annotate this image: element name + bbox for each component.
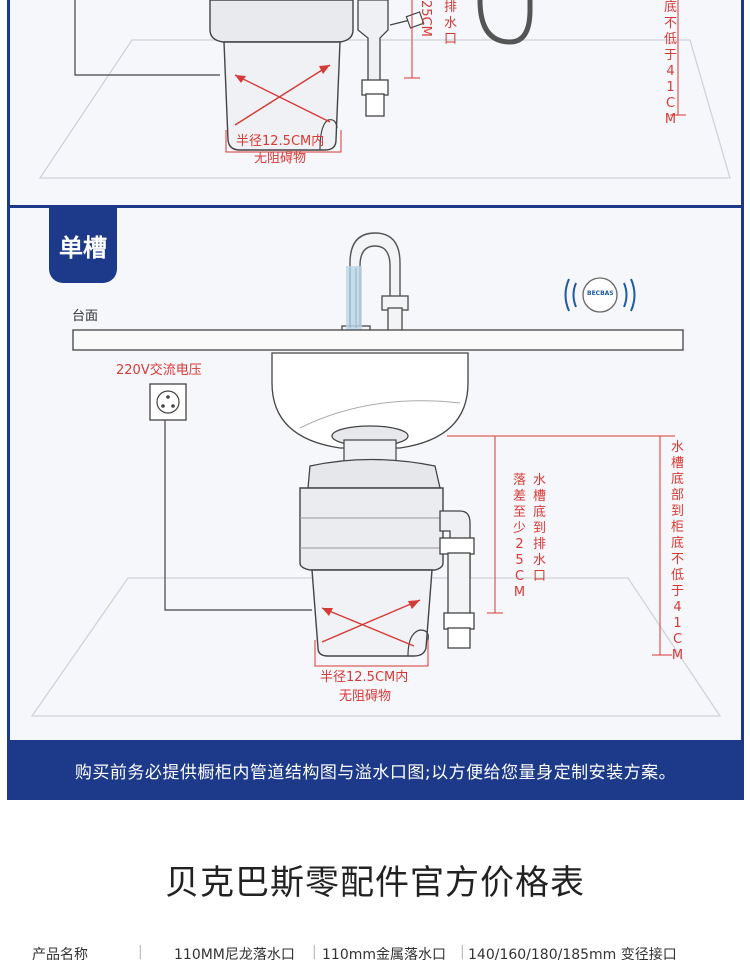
header-metal-drain: 110mm金属落水口 — [322, 947, 446, 960]
notice-banner: 购买前务必提供橱柜内管道结构图与溢水口图;以方便给您量身定制安装方案。 — [7, 740, 744, 800]
drain-outlet-label: 排水口 — [443, 0, 457, 47]
drop-label-col1: 水槽底到排水口 — [532, 473, 546, 584]
disposer-motor-housing — [209, 0, 354, 43]
single-sink-installation-diagram — [30, 232, 722, 717]
radius-label-line2: 无阻碍物 — [339, 689, 392, 704]
drain-pipe — [357, 0, 389, 86]
radius-label-line1: 半径12.5CM内 — [236, 134, 325, 149]
wireless-switch-sensor — [564, 277, 636, 313]
voltage-label: 220V交流电压 — [116, 363, 202, 378]
power-cord — [74, 0, 220, 76]
cabinet-height-label: 水槽底部到柜底不低于41CM — [670, 440, 684, 663]
price-table-header-row: 产品名称 | 110MM尼龙落水口 | 110mm金属落水口 | 140/160… — [0, 944, 750, 960]
single-sink-diagram-panel: BECBAS 220V交流电压 水槽底到排水口 落差至少25CM 水槽底部到柜底… — [7, 205, 744, 740]
radius-label-line1: 半径12.5CM内 — [320, 670, 409, 685]
header-reducer-adapter: 140/160/180/185mm 变径接口 — [468, 947, 677, 960]
sensor-brand-text: BECBAS — [587, 290, 614, 297]
countertop-label: 台面 — [72, 309, 99, 324]
power-cord — [164, 420, 312, 611]
header-product-name: 产品名称 — [32, 947, 88, 960]
disposer-top — [307, 458, 441, 489]
cabinet-height-label: 底不低于41CM — [663, 0, 677, 127]
single-sink-tab: 单槽 — [49, 207, 117, 283]
drop-label-col2: 落差至少25CM — [512, 473, 526, 600]
price-table-title: 贝克巴斯零配件官方价格表 — [165, 863, 585, 903]
water-stream — [346, 266, 362, 330]
cabinet-floor-outline — [38, 39, 731, 179]
radius-label-line2: 无阻碍物 — [254, 151, 307, 166]
header-nylon-drain: 110MM尼龙落水口 — [174, 947, 295, 960]
disposer-base — [311, 569, 433, 657]
sink-bowl — [271, 352, 469, 449]
top-diagram-panel: 排水口 25CM 底不低于41CM 半径12.5CM内 无阻碍物 — [7, 0, 744, 205]
drop-height-label: 25CM — [418, 0, 433, 37]
disposer-motor-housing — [299, 487, 444, 571]
power-outlet — [149, 383, 187, 421]
drain-pipe — [447, 552, 471, 616]
top-installation-diagram — [38, 0, 731, 179]
countertop — [72, 329, 684, 351]
